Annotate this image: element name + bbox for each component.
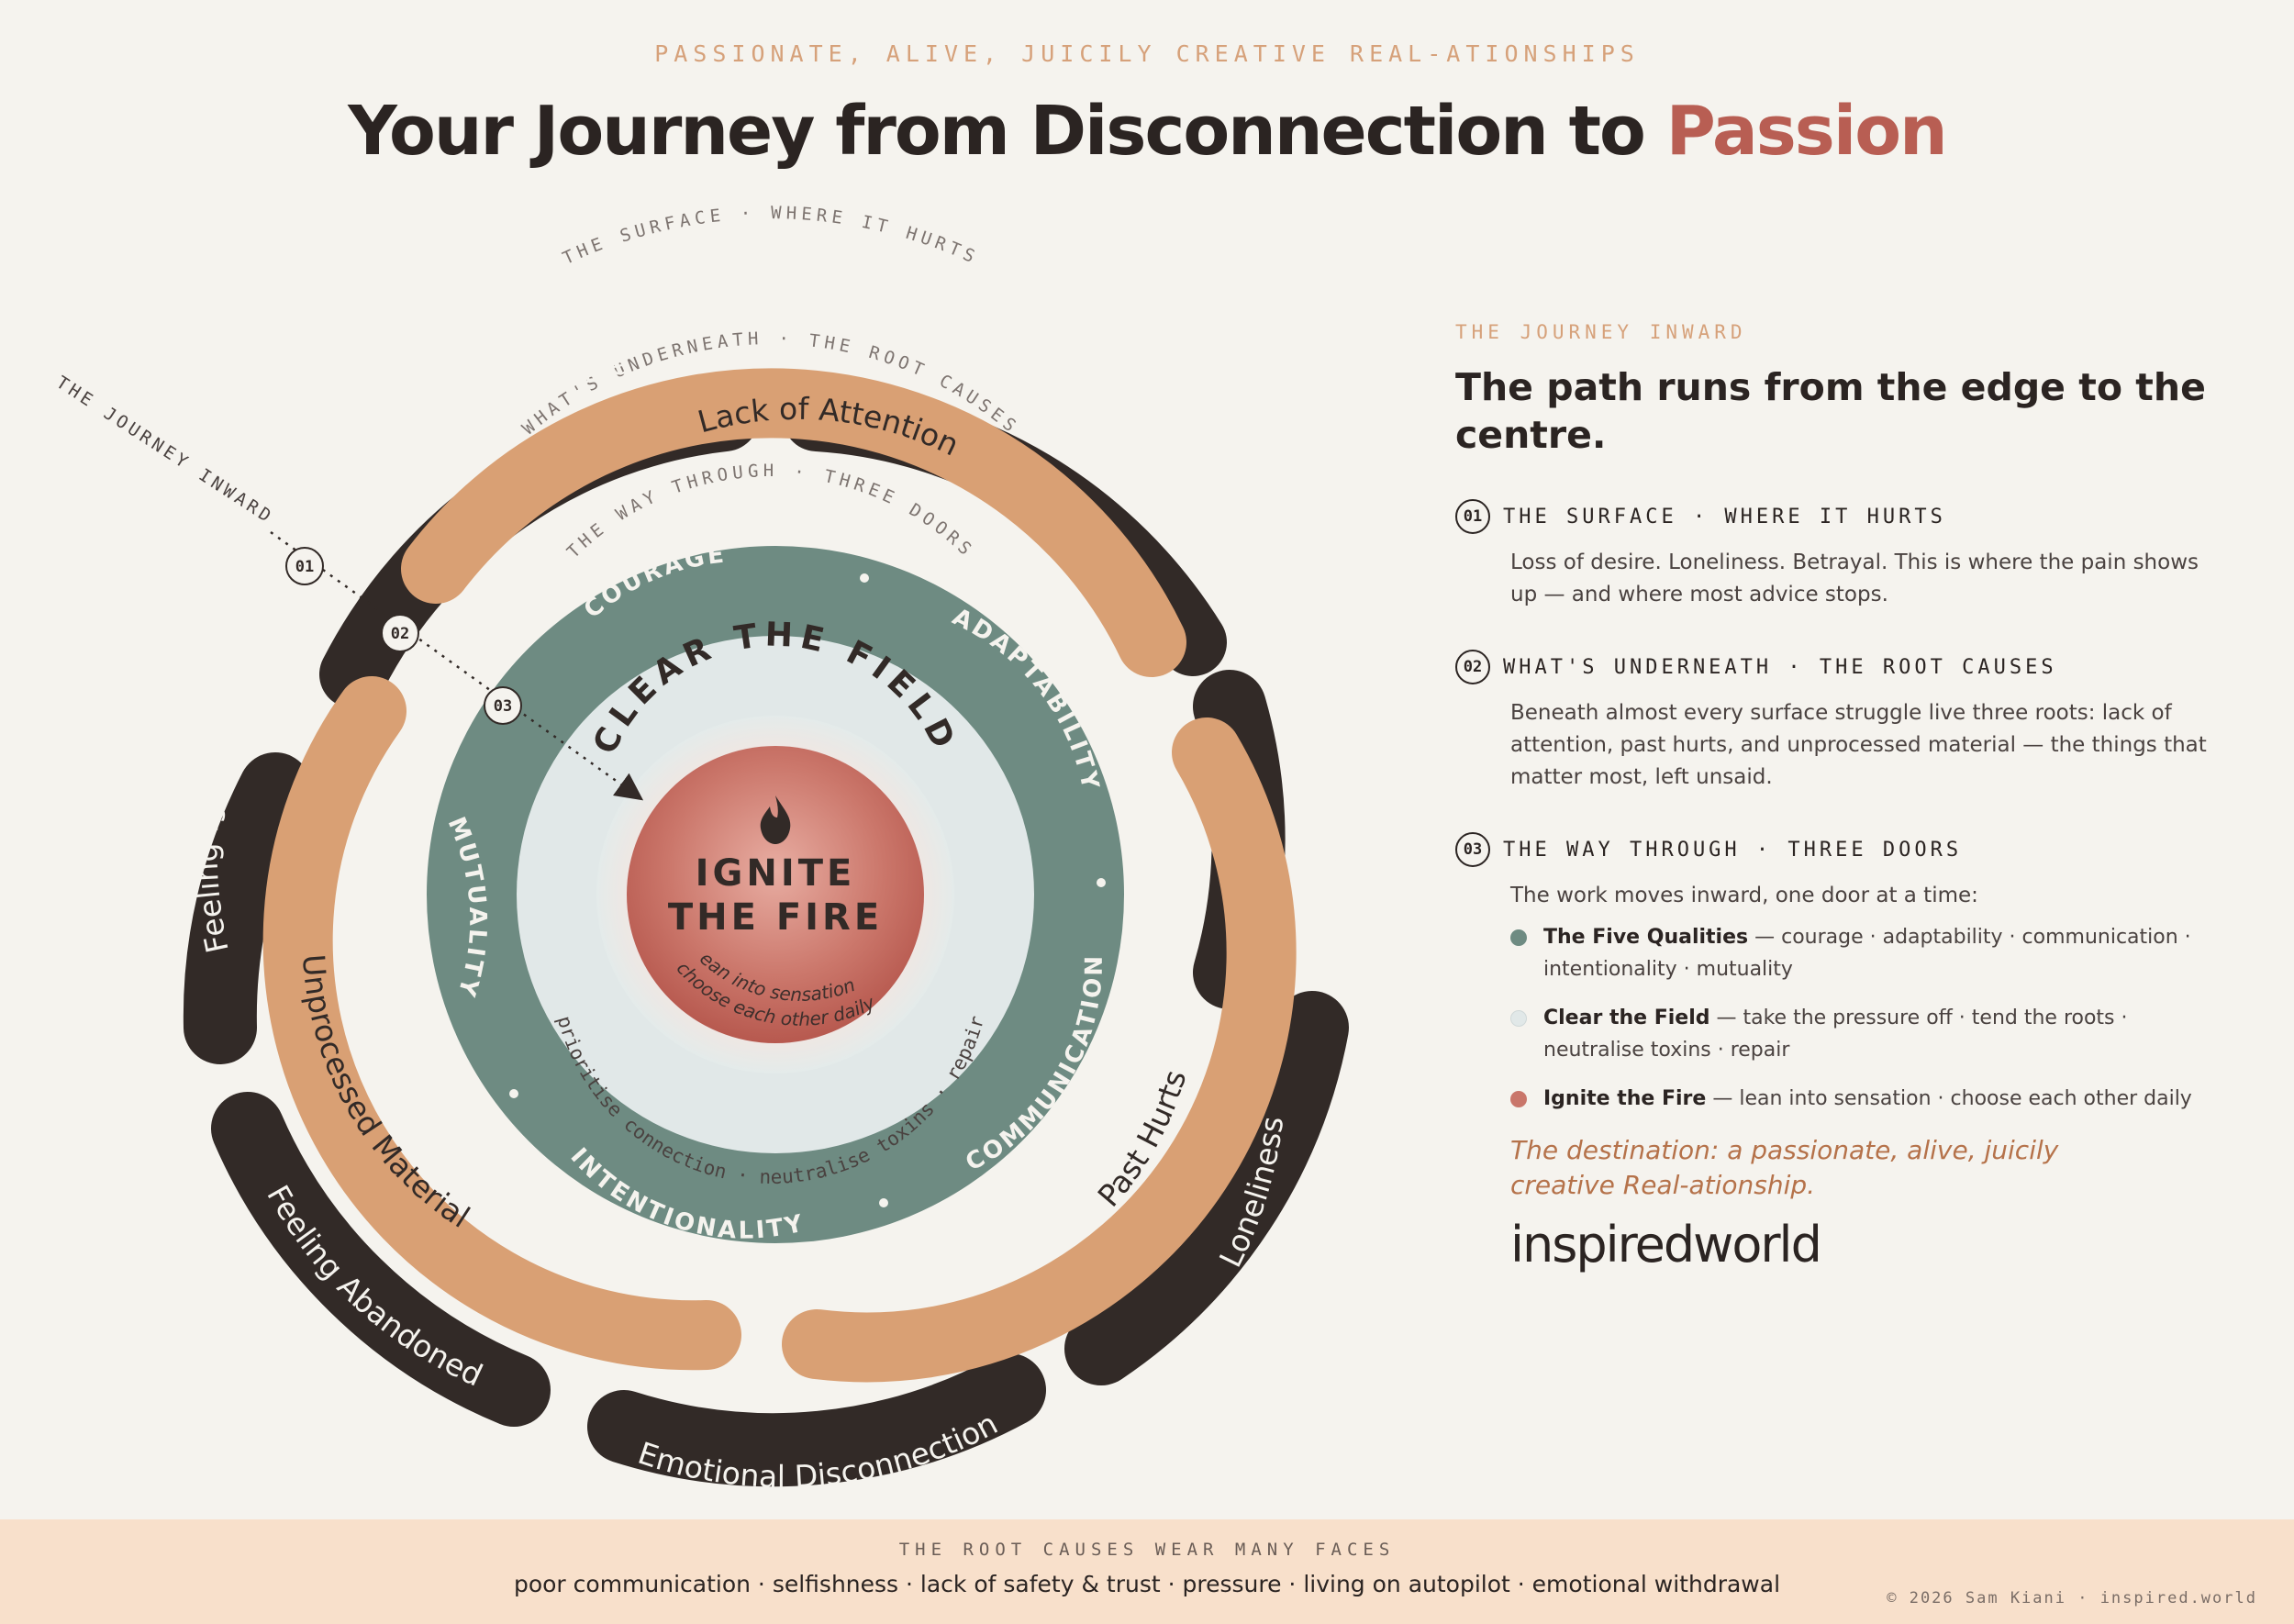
surface-segment-loneliness [1064,991,1349,1385]
legend-swatch-teal [1510,929,1527,946]
surface-caption: THE SURFACE · WHERE IT HURTS [560,203,982,269]
footer-copyright: © 2026 Sam Kiani · inspired.world [1887,1589,2257,1607]
ring-dot [1097,878,1106,887]
ignite-the-fire-core [627,746,924,1043]
legend-name: Clear the Field [1543,1007,1710,1029]
journey-wheel-diagram: THE SURFACE · WHERE IT HURTS WHAT'S UNDE… [0,156,1359,1495]
ring-dot [879,1198,888,1207]
journey-path-line [270,530,644,801]
journey-marker-01: 01 [295,558,314,576]
footer-faces-list: poor communication · selfishness · lack … [513,1571,1781,1597]
title-main: Your Journey from Disconnection to [348,92,1646,171]
legend-name: The Five Qualities [1543,926,1749,949]
step-title: THE SURFACE · WHERE IT HURTS [1503,505,1946,528]
legend-item-ignite-the-fire: Ignite the Fire — lean into sensation · … [1510,1083,2217,1115]
journey-inward-label: THE JOURNEY INWARD [52,373,277,528]
doors-legend: The Five Qualities — courage · adaptabil… [1510,921,2217,1115]
legend-item-clear-the-field: Clear the Field — take the pressure off … [1510,1002,2217,1066]
legend-item-five-qualities: The Five Qualities — courage · adaptabil… [1510,921,2217,985]
step-02: 02 WHAT'S UNDERNEATH · THE ROOT CAUSES B… [1455,650,2217,794]
step-title: THE WAY THROUGH · THREE DOORS [1503,838,1963,862]
step-number: 03 [1455,832,1490,867]
explanation-panel: THE JOURNEY INWARD The path runs from th… [1455,321,2217,1274]
journey-marker-03-circle [484,686,522,725]
page-title: Your Journey from Disconnection to Passi… [0,92,2294,171]
step-title: WHAT'S UNDERNEATH · THE ROOT CAUSES [1503,655,2057,679]
journey-marker-01-circle [285,547,324,585]
roots-segment-past-hurts [782,717,1297,1383]
brand-logo: inspiredworld [1510,1216,1822,1274]
title-accent: Passion [1665,92,1948,171]
ring-dot [509,1089,518,1098]
destination-text: The destination: a passionate, alive, ju… [1510,1135,2059,1200]
legend-desc: — lean into sensation · choose each othe… [1706,1087,2192,1110]
footer-band: THE ROOT CAUSES WEAR MANY FACES poor com… [0,1519,2294,1624]
step-body: Loss of desire. Loneliness. Betrayal. Th… [1510,551,2199,606]
core-line-1: IGNITE [696,852,856,895]
ring-dot [860,573,869,583]
step-body: Beneath almost every surface struggle li… [1510,701,2207,789]
eyebrow-tagline: PASSIONATE, ALIVE, JUICILY CREATIVE REAL… [654,40,1640,67]
step-01: 01 THE SURFACE · WHERE IT HURTS Loss of … [1455,499,2217,611]
roots-segment-unprocessed-material [262,676,741,1371]
panel-heading: The path runs from the edge to the centr… [1455,365,2206,457]
legend-desc: — take the pressure off · tend the roots… [1543,1007,2128,1062]
surface-segment-feeling-abandoned [211,1092,551,1427]
journey-marker-02-circle [381,614,419,652]
flame-icon [760,795,791,844]
legend-desc: — courage · adaptability · communication… [1543,926,2191,981]
step-number: 01 [1455,499,1490,534]
footer-kicker: THE ROOT CAUSES WEAR MANY FACES [898,1540,1396,1560]
roots-segment-lack-of-attention [401,368,1186,677]
journey-marker-03: 03 [494,697,512,716]
journey-marker-02: 02 [391,625,409,643]
step-number: 02 [1455,650,1490,684]
surface-segment-emotional-disconnection [587,1353,1046,1487]
step-body: The work moves inward, one door at a tim… [1510,884,1978,907]
panel-kicker: THE JOURNEY INWARD [1455,321,1747,343]
surface-segment-feeling-ignored [183,752,312,1064]
legend-name: Ignite the Fire [1543,1087,1707,1110]
step-03: 03 THE WAY THROUGH · THREE DOORS The wor… [1455,832,2217,1115]
core-line-2: THE FIRE [668,896,883,939]
legend-swatch-pale [1510,1010,1527,1027]
legend-swatch-core [1510,1091,1527,1107]
